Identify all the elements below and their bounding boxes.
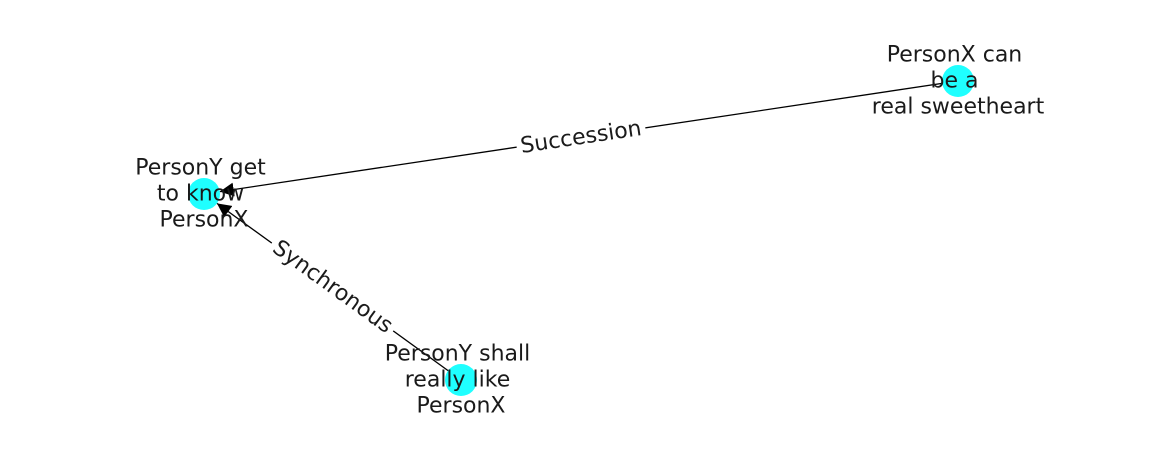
- edge-label-group: Succession: [514, 114, 648, 161]
- node-label-line: to know: [157, 182, 244, 207]
- node-persony-get-to-know-personx: [188, 178, 220, 210]
- edge-label-group: Synchronous: [263, 232, 402, 342]
- edge-label-succession: Succession: [519, 116, 643, 159]
- node-label: PersonY get to know PersonX: [135, 149, 273, 233]
- node-label-line: PersonX: [417, 394, 506, 419]
- node-label: PersonX can be a real sweetheart: [872, 36, 1045, 120]
- node-labels-layer: PersonX can be a real sweetheart PersonY…: [135, 36, 1045, 419]
- node-label-line: PersonY get: [135, 156, 266, 181]
- edge-label-background: [263, 232, 402, 342]
- node-label-line: really like: [405, 368, 511, 393]
- edge-label-synchronous: Synchronous: [268, 235, 398, 338]
- node-label-line: PersonX: [160, 208, 249, 233]
- node-label-line: be a: [931, 69, 979, 94]
- node-label-line: PersonY shall: [385, 342, 530, 367]
- node-personx-can-be-a-real-sweetheart: [942, 65, 974, 97]
- node-label-line: real sweetheart: [872, 95, 1045, 120]
- node-label: PersonY shall really like PersonX: [385, 335, 537, 419]
- nodes-layer: [188, 65, 974, 396]
- node-persony-shall-really-like-personx: [445, 364, 477, 396]
- edge-labels-layer: Succession Synchronous: [263, 114, 648, 342]
- edge-label-background: [514, 114, 648, 161]
- node-label-line: PersonX can: [887, 43, 1023, 68]
